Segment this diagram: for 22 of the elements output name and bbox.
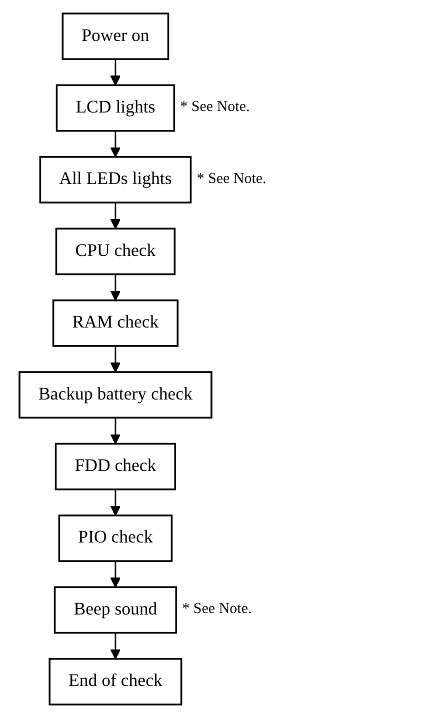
node-box bbox=[54, 442, 176, 490]
node-box bbox=[62, 12, 170, 60]
arrow bbox=[110, 489, 121, 516]
node-box bbox=[54, 586, 178, 634]
node-box bbox=[58, 514, 173, 562]
node-box bbox=[18, 371, 212, 419]
node-box bbox=[52, 299, 179, 347]
arrow bbox=[110, 561, 121, 588]
node-box bbox=[56, 84, 176, 132]
node-box bbox=[55, 228, 176, 276]
node-box bbox=[48, 658, 182, 706]
node-box bbox=[39, 156, 192, 204]
arrow bbox=[110, 130, 121, 158]
arrow bbox=[110, 202, 121, 230]
note-reference: * See Note. bbox=[182, 600, 252, 618]
arrow bbox=[110, 346, 121, 372]
arrow bbox=[110, 632, 121, 660]
arrow bbox=[110, 59, 121, 86]
note-reference: * See Note. bbox=[196, 170, 266, 188]
arrow bbox=[110, 418, 121, 444]
note-reference: * See Note. bbox=[180, 99, 250, 116]
arrow bbox=[110, 274, 121, 301]
